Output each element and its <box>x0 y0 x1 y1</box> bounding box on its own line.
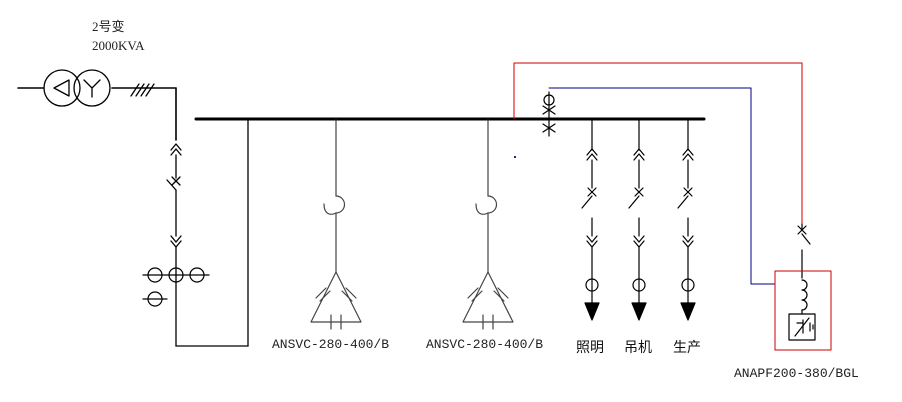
apf-power-line-red <box>513 62 803 225</box>
feeder-crane <box>628 119 647 321</box>
current-transformers <box>142 267 210 307</box>
feeder-lighting-label: 照明 <box>576 340 604 356</box>
feeder-production-label: 生产 <box>673 340 701 356</box>
feeder-production <box>677 119 696 321</box>
cable-tick-marks <box>130 83 155 97</box>
apf-frame <box>774 270 832 351</box>
incoming-breaker <box>166 119 249 347</box>
svc-unit-1-label: ANSVC-280-400/B <box>272 337 390 352</box>
feeder-crane-label: 吊机 <box>624 340 652 356</box>
incoming-line <box>17 87 177 141</box>
apf-ct-signal-line-blue <box>548 87 776 285</box>
apf-unit <box>774 223 832 351</box>
svc-unit-2-label: ANSVC-280-400/B <box>426 337 544 352</box>
svc-unit-1 <box>310 119 362 330</box>
transformer-name: 2号变 <box>92 19 125 34</box>
annotation-dot <box>514 156 516 158</box>
svc-unit-2 <box>462 119 514 330</box>
feeder-lighting <box>581 119 600 321</box>
transformer-symbol <box>43 69 111 107</box>
bus-current-transformer <box>542 91 556 137</box>
transformer-rating: 2000KVA <box>92 38 145 53</box>
apf-label: ANAPF200-380/BGL <box>734 366 859 381</box>
